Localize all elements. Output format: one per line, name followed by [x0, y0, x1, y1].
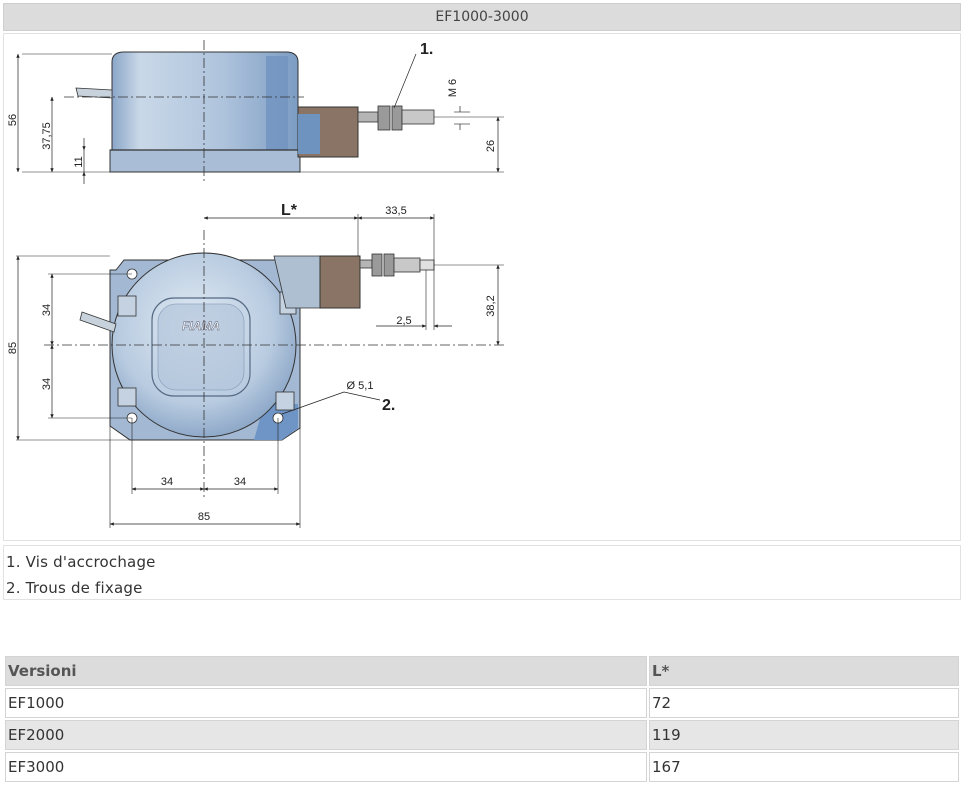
- legend-item-1: 1. Vis d'accrochage: [6, 553, 156, 571]
- table-row: EF2000 119: [5, 720, 959, 750]
- legend-item-2: 2. Trous de fixage: [6, 579, 143, 597]
- dim-34-top: 34: [41, 304, 53, 316]
- dim-38-2: 38,2: [485, 295, 497, 316]
- callout-1: 1.: [420, 41, 433, 58]
- side-view: 56 37,75 11 M 6 26 1.: [7, 40, 504, 184]
- cell-l-value: 119: [649, 720, 959, 750]
- callout-2: 2.: [382, 397, 395, 414]
- dim-34-x-left: 34: [161, 476, 173, 488]
- cell-version: EF2000: [5, 720, 647, 750]
- dim-11: 11: [73, 156, 85, 167]
- dim-hole-diameter: Ø 5,1: [347, 380, 374, 392]
- fiama-logo: FIAMA: [182, 319, 220, 333]
- cell-l-value: 167: [649, 752, 959, 782]
- versions-table: Versioni L* EF1000 72 EF2000 119 EF3000 …: [3, 654, 961, 784]
- dim-34-x-right: 34: [234, 476, 246, 488]
- dim-85-bottom: 85: [198, 511, 210, 523]
- legend: 1. Vis d'accrochage 2. Trous de fixage: [3, 545, 961, 600]
- cell-version: EF1000: [5, 688, 647, 718]
- dim-26: 26: [485, 140, 497, 152]
- cell-version: EF3000: [5, 752, 647, 782]
- section-title-text: EF1000-3000: [435, 9, 529, 25]
- dim-2-5: 2,5: [396, 315, 411, 327]
- technical-drawing: 56 37,75 11 M 6 26 1. FIAMA: [3, 33, 961, 541]
- cell-l-value: 72: [649, 688, 959, 718]
- table-header-row: Versioni L*: [5, 656, 959, 686]
- dim-33-5: 33,5: [385, 205, 406, 217]
- front-view: FIAMA: [7, 202, 504, 528]
- table-row: EF3000 167: [5, 752, 959, 782]
- dim-m6: M 6: [447, 79, 459, 97]
- dim-85-left: 85: [7, 342, 19, 354]
- drawing-svg: 56 37,75 11 M 6 26 1. FIAMA: [7, 40, 504, 528]
- header-versioni: Versioni: [5, 656, 647, 686]
- dim-56: 56: [7, 114, 19, 126]
- section-title: EF1000-3000: [3, 3, 961, 31]
- dim-34-bottom: 34: [41, 378, 53, 390]
- table-row: EF1000 72: [5, 688, 959, 718]
- header-l-star: L*: [649, 656, 959, 686]
- dim-l-star: L*: [281, 202, 298, 219]
- dim-37-75: 37,75: [41, 122, 53, 150]
